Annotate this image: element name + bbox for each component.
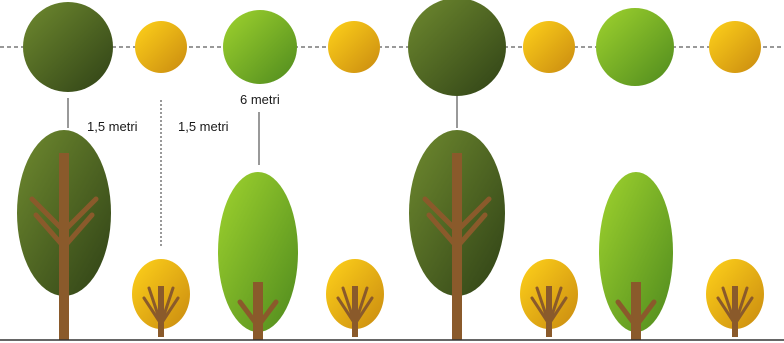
light-green-canopy [218, 172, 298, 332]
plan-view-row [0, 0, 784, 96]
yellow-tree-elevation [326, 259, 384, 337]
trunk [631, 282, 641, 340]
branch [336, 296, 357, 326]
light-green-canopy-plan [596, 8, 674, 86]
trunk [352, 286, 358, 337]
trunk [546, 286, 552, 337]
branch [547, 286, 563, 326]
branch [547, 296, 568, 326]
yellow-canopy-plan [709, 21, 761, 73]
light-green-tree-elevation [218, 172, 298, 340]
elevation-view-row [17, 130, 764, 340]
yellow-tree-elevation [520, 259, 578, 337]
branch [530, 296, 551, 326]
branch [29, 196, 67, 234]
light-green-canopy [599, 172, 673, 332]
yellow-tree-elevation [132, 259, 190, 337]
branch [633, 299, 657, 329]
dark-green-canopy-plan [408, 0, 506, 96]
branch [454, 196, 492, 234]
branch [454, 212, 488, 250]
branch [422, 196, 460, 234]
branch [61, 212, 95, 250]
branch [353, 296, 374, 326]
branch [159, 286, 175, 326]
light-green-tree-elevation [599, 172, 673, 340]
branch [61, 196, 99, 234]
trunk [158, 286, 164, 337]
trunk [253, 282, 263, 340]
branch [733, 286, 749, 326]
branch [721, 286, 737, 326]
light-green-canopy-plan [223, 10, 297, 84]
dark-green-tree-elevation [17, 130, 111, 340]
branch [159, 296, 180, 326]
spacing-label-middle: 1,5 metri [178, 119, 229, 134]
branch [237, 299, 261, 329]
trunk [732, 286, 738, 337]
spacing-label-right: 6 metri [240, 92, 280, 107]
dark-green-canopy-plan [23, 2, 113, 92]
yellow-tree-elevation [706, 259, 764, 337]
branch [142, 296, 163, 326]
branch [255, 299, 279, 329]
dark-green-tree-elevation [409, 130, 505, 340]
branch [615, 299, 639, 329]
branch [733, 296, 754, 326]
branch [33, 212, 67, 250]
branch [353, 286, 369, 326]
yellow-canopy-plan [135, 21, 187, 73]
branch [147, 286, 163, 326]
yellow-canopy-plan [328, 21, 380, 73]
branch [426, 212, 460, 250]
yellow-canopy-plan [523, 21, 575, 73]
branch [716, 296, 737, 326]
spacing-label-left: 1,5 metri [87, 119, 138, 134]
branch [535, 286, 551, 326]
branch [341, 286, 357, 326]
